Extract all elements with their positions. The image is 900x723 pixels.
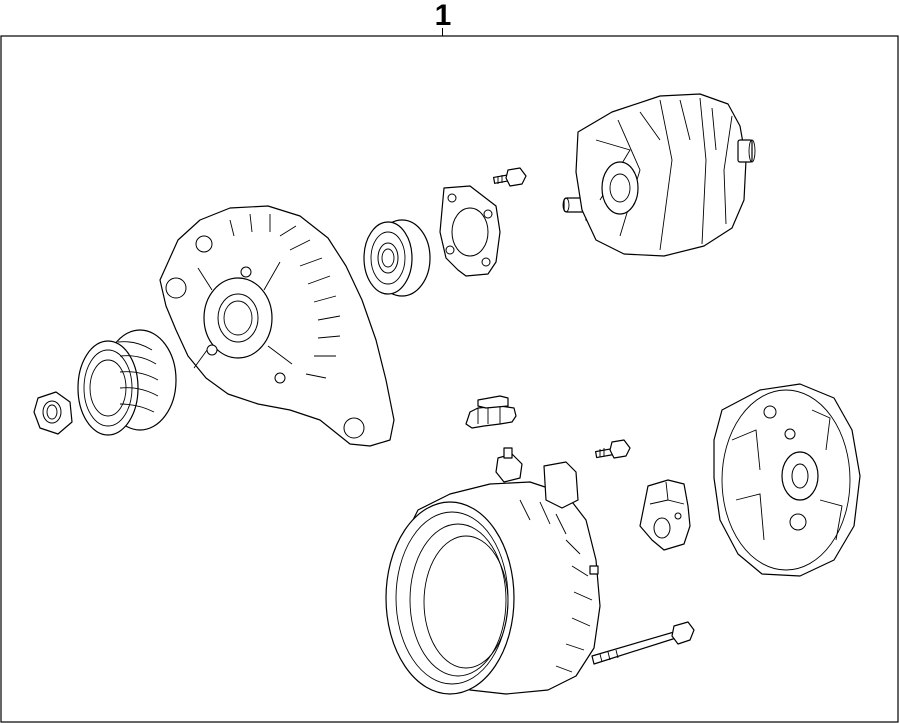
bearing-icon [363, 219, 431, 297]
drive-end-housing-icon [159, 205, 395, 447]
rear-cover-icon [713, 383, 861, 577]
screw-icon [595, 439, 631, 459]
retainer-plate-icon [439, 185, 501, 277]
callout-label-1: 1 [434, 0, 452, 32]
stator-rectifier-housing-icon [385, 447, 601, 695]
brush-holder-icon [639, 479, 691, 551]
rotor-icon [562, 93, 756, 257]
pulley-icon [77, 329, 177, 436]
screw-icon [493, 167, 527, 187]
through-bolt-icon [591, 621, 695, 665]
diagram-frame [0, 35, 899, 723]
plug-icon [465, 395, 517, 429]
nut-icon [33, 391, 73, 435]
callout-leader-line [442, 28, 443, 36]
